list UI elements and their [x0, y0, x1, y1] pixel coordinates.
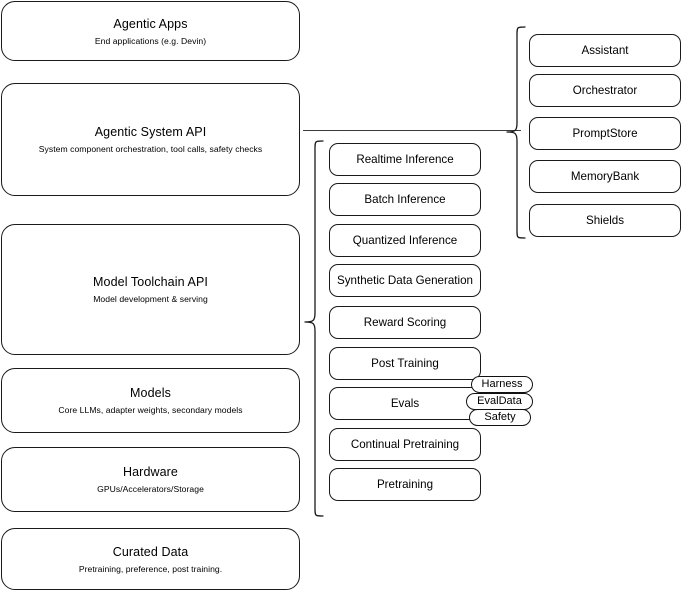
layer-title: Curated Data [112, 544, 189, 559]
eval-pill-harness[interactable]: Harness [471, 376, 533, 393]
layer-subtitle: Core LLMs, adapter weights, secondary mo… [58, 405, 243, 415]
layer-title: Agentic System API [94, 125, 207, 139]
layer-title: Agentic Apps [113, 16, 188, 31]
system-item-label: Orchestrator [572, 83, 638, 97]
layer-title: Model Toolchain API [93, 275, 208, 289]
system-item-label: Assistant [581, 43, 629, 57]
layer-subtitle: System component orchestration, tool cal… [38, 144, 263, 154]
toolchain-item-label: Evals [390, 396, 420, 410]
toolchain-item-post-training[interactable]: Post Training [329, 347, 481, 380]
toolchain-item-realtime-inference[interactable]: Realtime Inference [329, 143, 481, 176]
system-item-shields[interactable]: Shields [529, 204, 681, 237]
toolchain-item-label: Quantized Inference [352, 233, 458, 247]
eval-pill-label: Safety [484, 411, 516, 423]
system-item-orchestrator[interactable]: Orchestrator [529, 74, 681, 107]
layer-box-hardware[interactable]: Hardware GPUs/Accelerators/Storage [1, 447, 300, 512]
toolchain-item-label: Pretraining [376, 477, 434, 491]
system-item-label: MemoryBank [570, 169, 640, 183]
eval-pill-label: Harness [481, 378, 523, 390]
toolchain-item-label: Synthetic Data Generation [337, 273, 473, 287]
toolchain-item-synthetic-data-generation[interactable]: Synthetic Data Generation [329, 264, 481, 297]
toolchain-item-label: Continual Pretraining [350, 437, 460, 451]
layer-title: Hardware [123, 465, 178, 479]
layer-box-models[interactable]: Models Core LLMs, adapter weights, secon… [1, 368, 300, 433]
eval-pill-evaldata[interactable]: EvalData [466, 393, 533, 410]
system-item-memorybank[interactable]: MemoryBank [529, 160, 681, 193]
toolchain-item-batch-inference[interactable]: Batch Inference [329, 183, 481, 216]
toolchain-item-evals[interactable]: Evals [329, 387, 481, 420]
toolchain-item-label: Post Training [371, 356, 439, 370]
system-item-promptstore[interactable]: PromptStore [529, 117, 681, 150]
toolchain-item-label: Reward Scoring [363, 315, 447, 329]
brace-system-components [501, 21, 527, 247]
layer-box-model-toolchain-api[interactable]: Model Toolchain API Model development & … [1, 224, 300, 355]
layer-box-curated-data[interactable]: Curated Data Pretraining, preference, po… [1, 528, 300, 590]
brace-toolchain [299, 135, 325, 525]
toolchain-item-quantized-inference[interactable]: Quantized Inference [329, 224, 481, 257]
toolchain-item-continual-pretraining[interactable]: Continual Pretraining [329, 428, 481, 461]
eval-pill-label: EvalData [477, 395, 522, 407]
layer-box-agentic-system-api[interactable]: Agentic System API System component orch… [1, 83, 300, 196]
layer-title: Models [130, 386, 171, 400]
layer-subtitle: End applications (e.g. Devin) [94, 35, 207, 46]
layer-subtitle: Pretraining, preference, post training. [78, 563, 223, 574]
layer-subtitle: Model development & serving [93, 294, 208, 304]
system-item-assistant[interactable]: Assistant [529, 34, 681, 67]
system-item-label: PromptStore [572, 126, 638, 140]
toolchain-item-label: Realtime Inference [356, 152, 454, 166]
toolchain-item-reward-scoring[interactable]: Reward Scoring [329, 306, 481, 339]
layer-subtitle: GPUs/Accelerators/Storage [97, 484, 204, 494]
connector-line-system-api [303, 130, 521, 132]
layer-box-agentic-apps[interactable]: Agentic Apps End applications (e.g. Devi… [1, 1, 300, 61]
toolchain-item-pretraining[interactable]: Pretraining [329, 468, 481, 501]
eval-pill-safety[interactable]: Safety [469, 409, 531, 426]
toolchain-item-label: Batch Inference [364, 192, 446, 206]
system-item-label: Shields [585, 213, 625, 227]
